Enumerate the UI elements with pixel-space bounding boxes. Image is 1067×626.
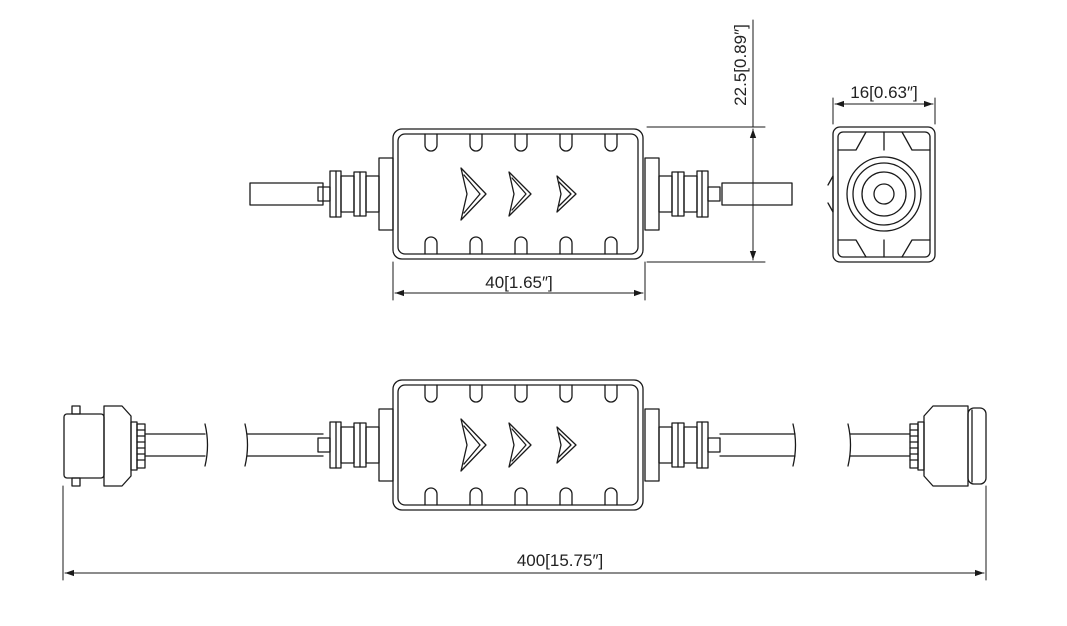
side-view — [827, 97, 936, 263]
body-length-label: 40[1.65″] — [485, 273, 552, 292]
bnc-connector-icon — [909, 405, 987, 487]
balun-body-top — [392, 128, 644, 260]
bnc-connector-icon — [63, 405, 146, 487]
top-view — [249, 19, 793, 301]
balun-body-assembly — [392, 379, 644, 511]
total-length-label: 400[15.75″] — [517, 551, 603, 570]
full-assembly-view — [62, 379, 987, 581]
cable-stub-left — [249, 182, 324, 206]
cable-stub-right — [721, 182, 793, 206]
body-height-label: 22.5[0.89″] — [731, 24, 750, 106]
body-width-label: 16[0.63″] — [850, 83, 917, 102]
